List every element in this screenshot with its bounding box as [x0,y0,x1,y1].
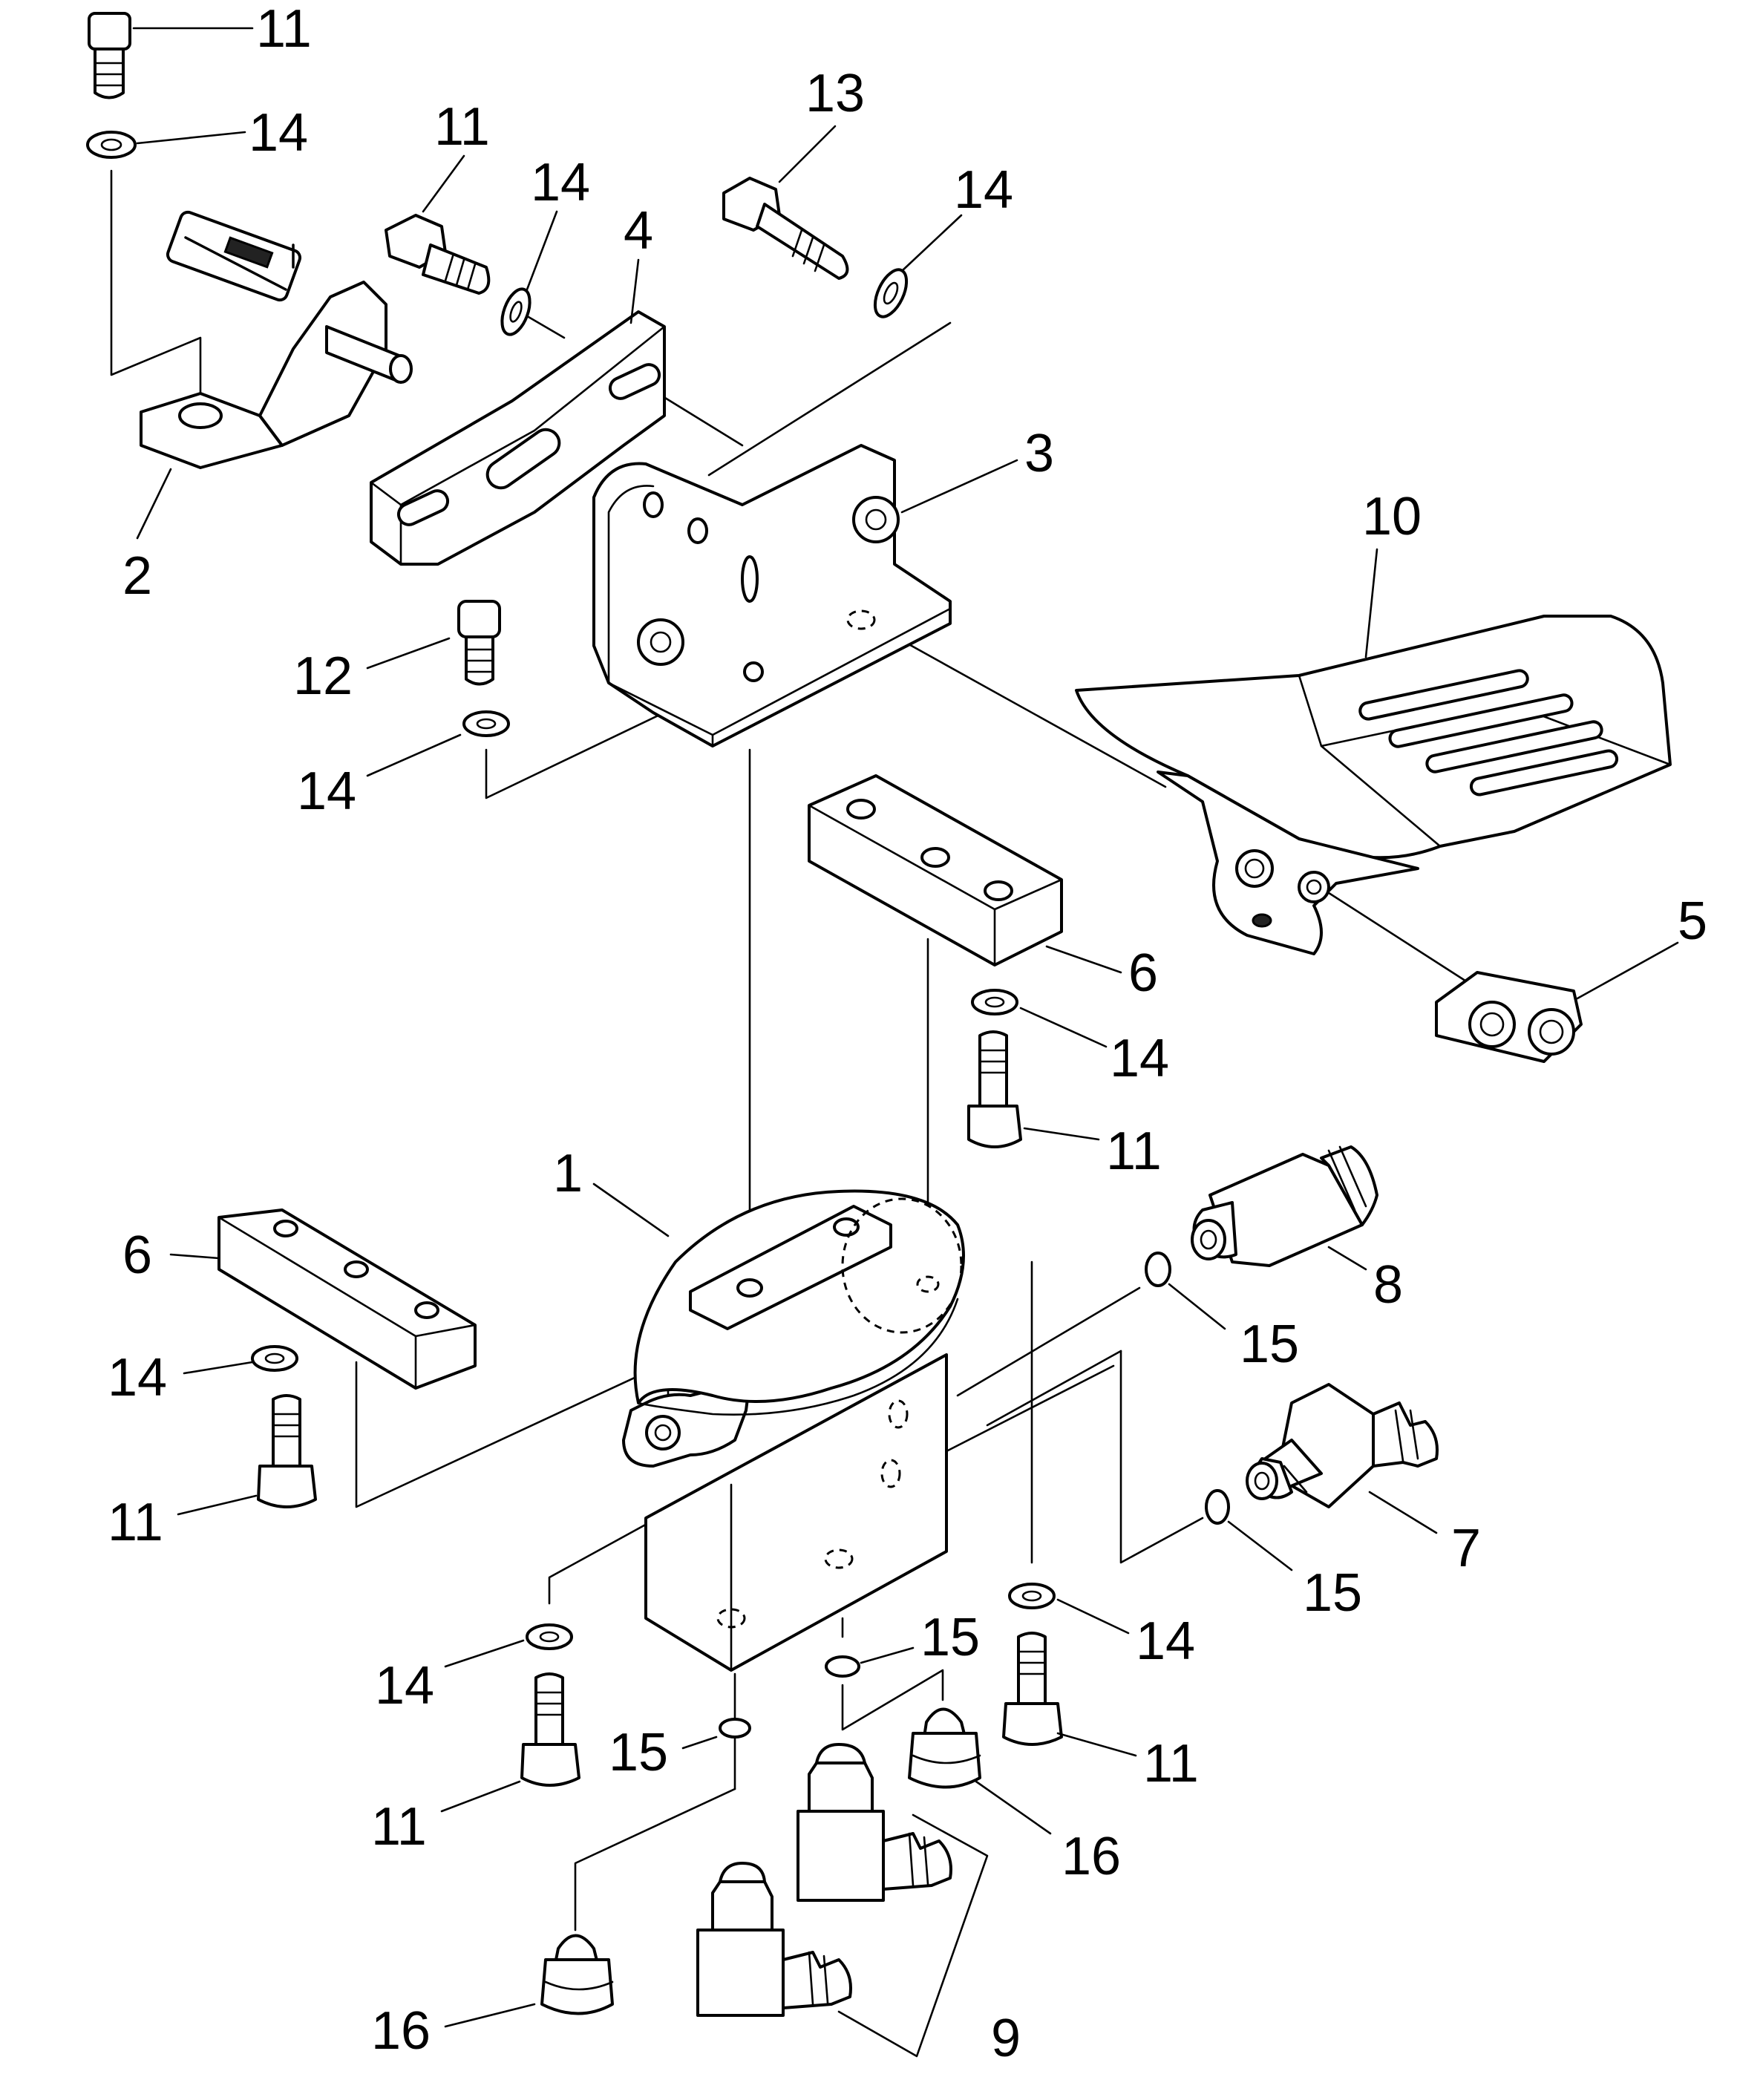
washer-14-top-left [86,131,137,159]
callout-14: 14 [531,153,590,212]
washer-14-right-top [873,268,909,318]
callout-10: 10 [1362,487,1422,546]
callout-14: 14 [297,762,356,821]
o-ring-15-bottom-left [719,1718,751,1738]
callout-6: 6 [122,1226,152,1285]
pedal-10 [1075,615,1672,955]
bracket-3 [592,444,952,748]
bolt-11-top-left [88,12,131,99]
callout-4: 4 [624,201,653,261]
elbow-fitting-9-upper [797,1743,952,1902]
callout-12: 12 [293,647,353,706]
o-ring-15-upper-right [1145,1252,1171,1287]
washer-14-upper-middle [500,287,531,336]
washer-14-below-12 [462,710,510,737]
plug-16-right [908,1707,981,1789]
plug-16-left [540,1934,614,2015]
bolt-11-upper-middle [385,214,491,295]
callout-15: 15 [1303,1563,1362,1623]
callout-14: 14 [249,103,308,163]
callout-14: 14 [954,160,1013,220]
washer-14-left [251,1345,298,1372]
callout-5: 5 [1678,892,1707,951]
assembly-guide-lines [110,169,1471,2058]
callout-15: 15 [609,1723,668,1782]
callout-14: 14 [108,1348,167,1407]
callout-16: 16 [1062,1827,1121,1886]
callout-11: 11 [108,1493,163,1552]
plate-4 [370,310,666,566]
callout-13: 13 [805,64,865,123]
callout-11: 11 [1106,1122,1162,1181]
callout-15: 15 [1240,1315,1299,1374]
callout-2: 2 [122,546,152,606]
callout-7: 7 [1451,1519,1481,1578]
elbow-fitting-7 [1246,1383,1439,1508]
callout-11: 11 [256,0,312,59]
callout-11: 11 [371,1797,427,1857]
elbow-fitting-9-lower [696,1862,852,2017]
callout-14: 14 [375,1656,434,1715]
o-ring-15-bottom-middle [825,1655,860,1678]
callout-8: 8 [1373,1255,1403,1315]
plate-6-left [217,1208,477,1390]
bolt-13 [722,177,849,280]
valve-body-1 [622,1189,965,1672]
callout-16: 16 [371,2001,431,2061]
plate-6-right [808,774,1063,966]
callout-6: 6 [1128,943,1158,1003]
callout-numbers: 11 14 2 11 14 4 13 14 3 10 12 14 5 6 14 … [108,0,1707,2068]
bolt-11-left [257,1394,317,1508]
callout-1: 1 [553,1144,583,1203]
callout-9: 9 [991,2009,1021,2068]
callout-11: 11 [434,97,490,157]
fitting-8 [1191,1145,1378,1267]
callout-14: 14 [1110,1029,1169,1088]
callout-14: 14 [1136,1612,1195,1671]
washer-14-lower-right [1008,1583,1056,1609]
pad-5 [1435,971,1583,1063]
washer-14-right-middle [971,989,1018,1015]
washer-14-lower-left [526,1623,573,1650]
bolt-11-lower-left [520,1672,580,1787]
bolt-11-right-middle [967,1030,1022,1148]
o-ring-15-lower-right [1205,1489,1230,1525]
callout-leaders [132,27,1679,2028]
callout-11: 11 [1143,1734,1199,1793]
bolt-11-lower-right [1002,1632,1063,1746]
bolt-12 [457,600,501,686]
callout-3: 3 [1024,424,1054,483]
switch-bracket-2 [140,210,413,469]
callout-15: 15 [920,1608,980,1667]
